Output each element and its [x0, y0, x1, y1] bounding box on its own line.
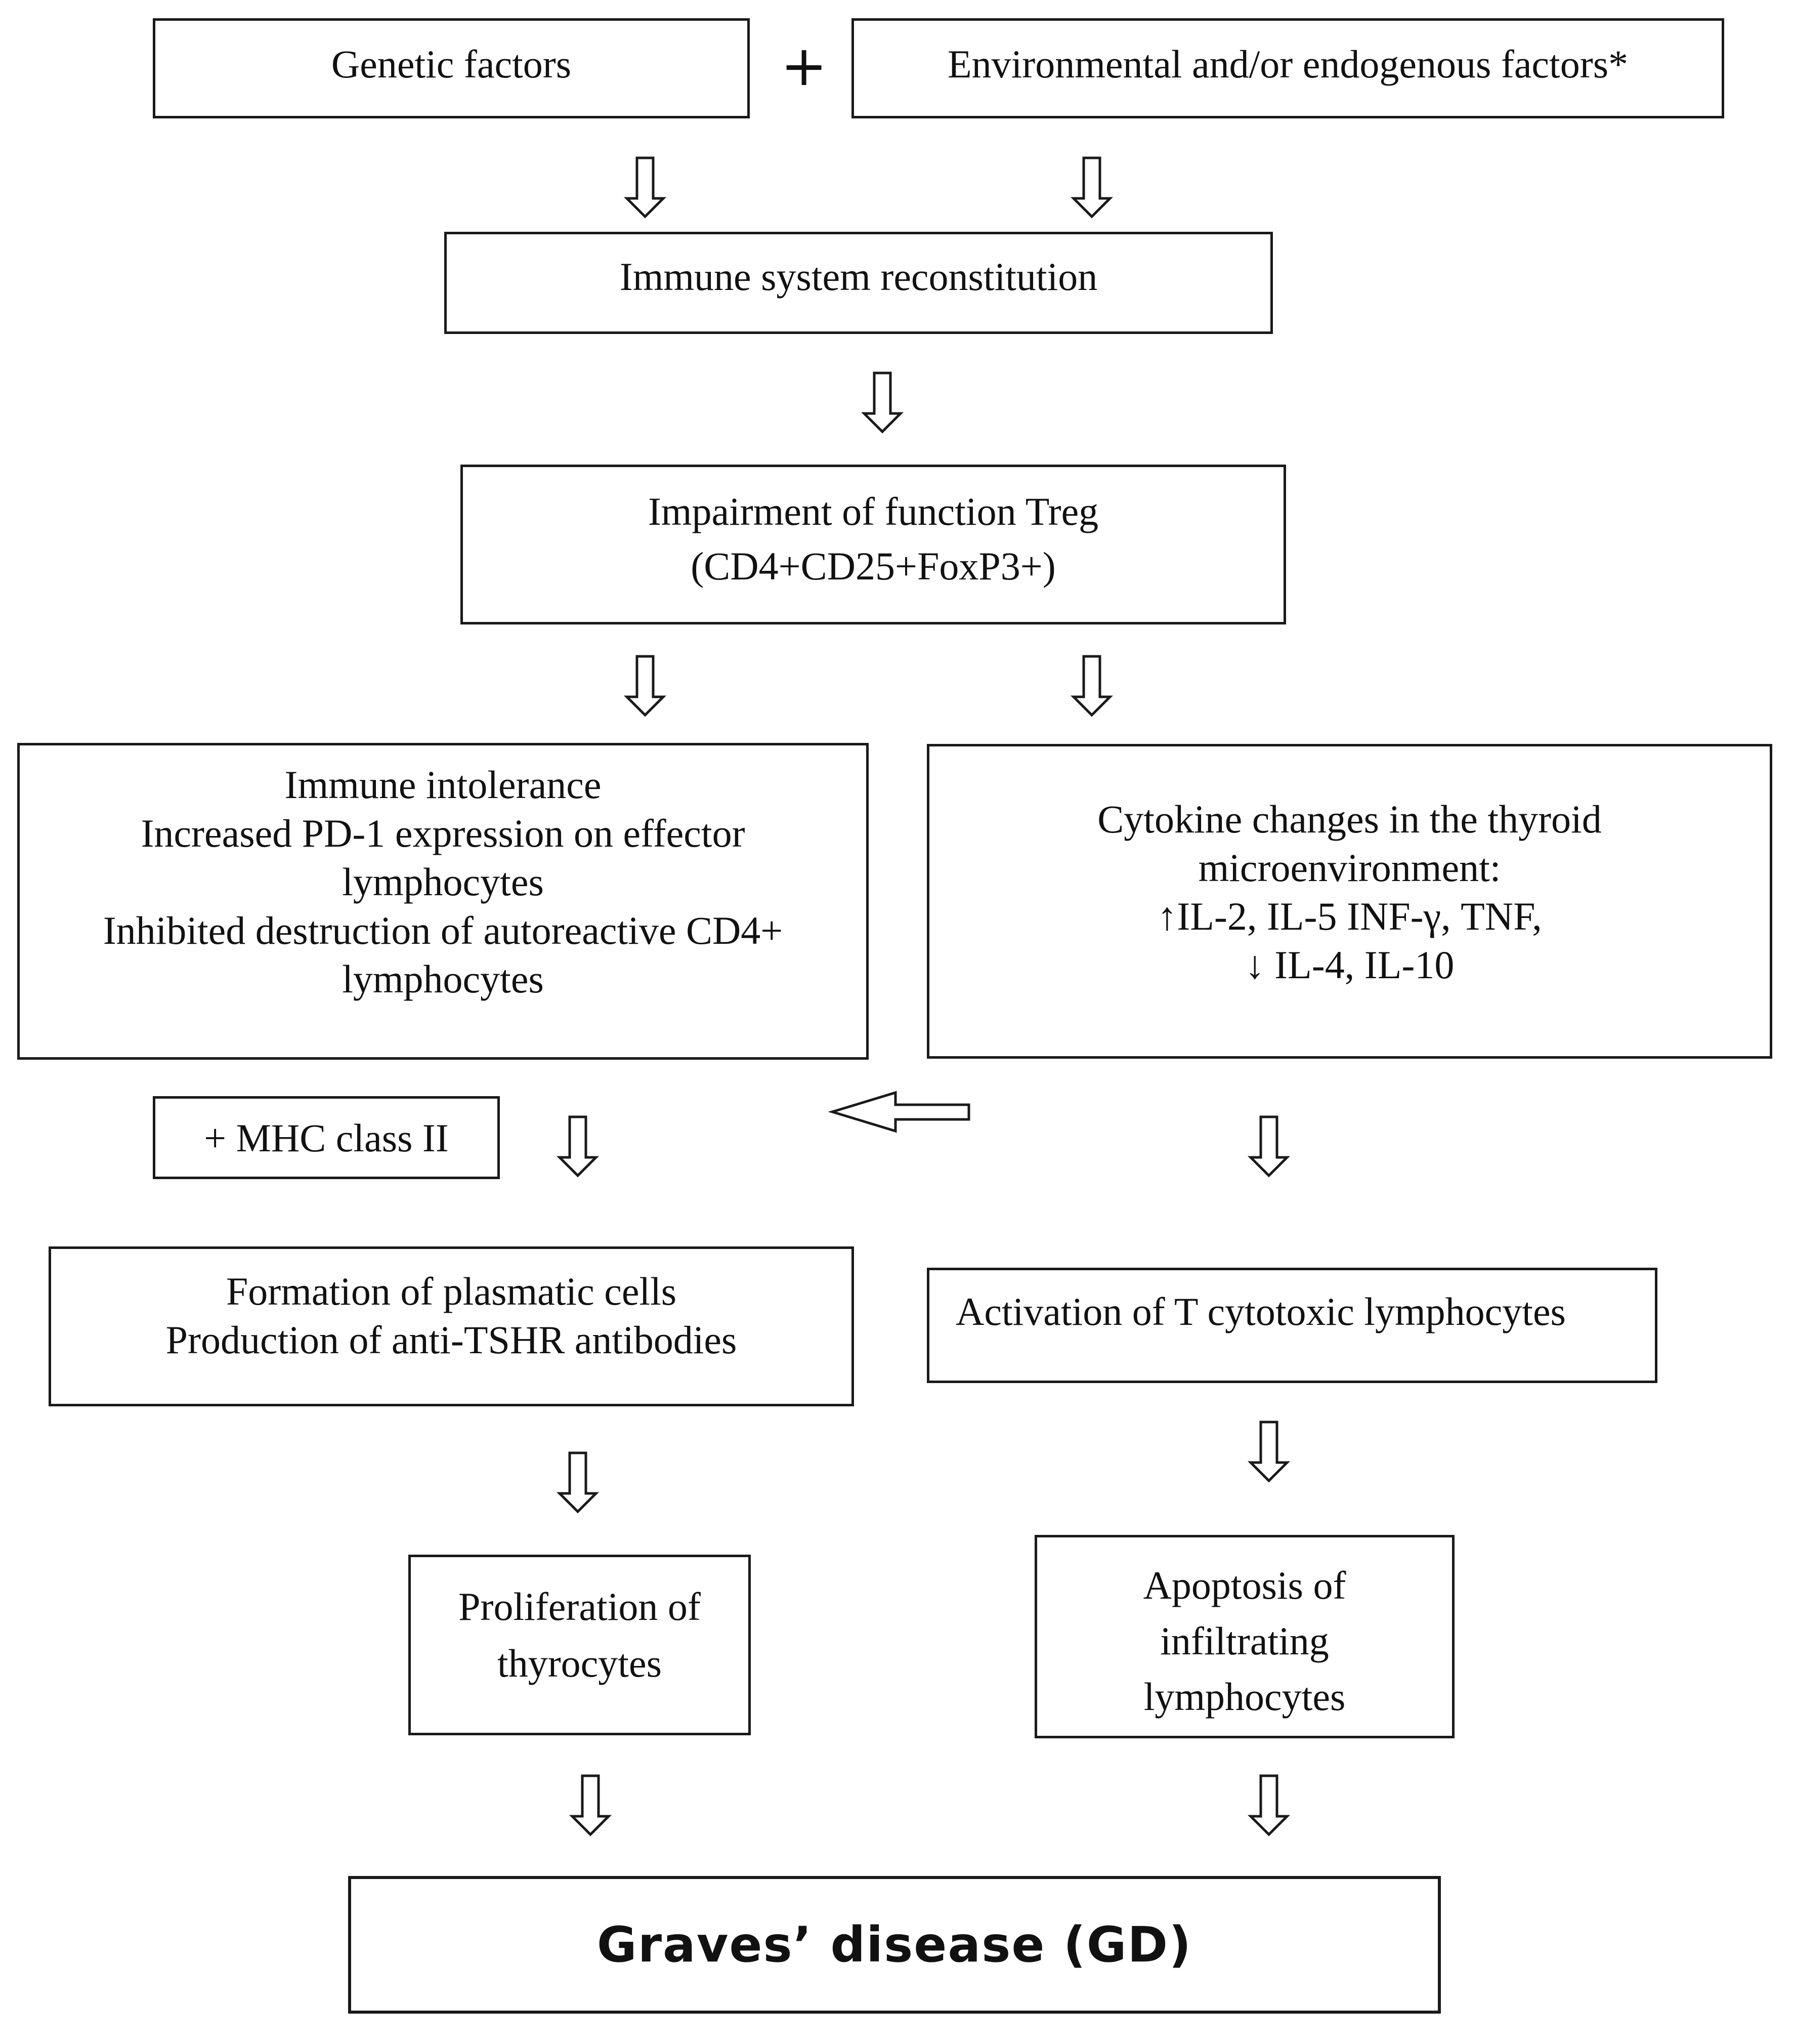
immune-intolerance-box: Immune intolerance Increased PD-1 expres… [17, 743, 869, 1060]
cytokine-changes-box: Cytokine changes in the thyroid microenv… [927, 744, 1772, 1059]
down-arrow-icon [556, 1115, 600, 1178]
left-arrow-icon [828, 1091, 970, 1133]
proliferation-box: Proliferation of thyrocytes [408, 1555, 751, 1735]
down-arrow-icon [1247, 1774, 1291, 1837]
apoptosis-line-2: infiltrating [1160, 1619, 1329, 1663]
proliferation-line-1: Proliferation of [458, 1584, 701, 1629]
plasmatic-cells-line-1: Formation of plasmatic cells [226, 1269, 677, 1313]
down-arrow-icon [569, 1774, 612, 1837]
immune-reconstitution-label: Immune system reconstitution [619, 255, 1098, 299]
cytotoxic-activation-box: Activation of T cytotoxic lymphocytes [927, 1268, 1657, 1383]
down-arrow-icon [861, 371, 904, 434]
immune-intolerance-line-2: Increased PD-1 expression on effector [141, 811, 745, 855]
plasmatic-cells-line-2: Production of anti-TSHR antibodies [165, 1318, 737, 1362]
plus-sign: + [781, 33, 828, 98]
down-arrow-icon [1070, 655, 1114, 717]
down-arrow-icon [623, 156, 667, 219]
cytotoxic-activation-label: Activation of T cytotoxic lymphocytes [956, 1289, 1566, 1333]
immune-intolerance-line-4: Inhibited destruction of autoreactive CD… [103, 908, 783, 952]
graves-disease-label: Graves’ disease (GD) [596, 1916, 1192, 1973]
apoptosis-line-1: Apoptosis of [1143, 1563, 1346, 1607]
graves-disease-box: Graves’ disease (GD) [348, 1876, 1441, 2014]
apoptosis-line-3: lymphocytes [1143, 1675, 1346, 1719]
plasmatic-cells-box: Formation of plasmatic cells Production … [49, 1246, 854, 1406]
treg-phenotype-label: (CD4+CD25+FoxP3+) [691, 544, 1056, 588]
cytokine-changes-line-3: ↑IL-2, IL-5 INF-γ, TNF, [1157, 894, 1542, 938]
down-arrow-icon [1247, 1421, 1291, 1483]
cytokine-changes-line-1: Cytokine changes in the thyroid [1097, 797, 1602, 841]
apoptosis-box: Apoptosis of infiltrating lymphocytes [1035, 1535, 1455, 1738]
immune-intolerance-line-3: lymphocytes [342, 860, 544, 904]
down-arrow-icon [623, 655, 667, 717]
down-arrow-icon [1070, 156, 1114, 219]
mhc-class-ii-box: + MHC class II [153, 1096, 500, 1179]
environmental-factors-box: Environmental and/or endogenous factors* [851, 18, 1724, 118]
immune-intolerance-line-1: Immune intolerance [284, 763, 602, 807]
genetic-factors-label: Genetic factors [331, 42, 572, 86]
immune-intolerance-line-5: lymphocytes [342, 957, 544, 1001]
immune-reconstitution-box: Immune system reconstitution [444, 232, 1273, 334]
cytokine-changes-line-2: microenvironment: [1198, 846, 1501, 890]
cytokine-changes-line-4: ↓ IL-4, IL-10 [1245, 943, 1455, 987]
down-arrow-icon [556, 1451, 600, 1514]
mhc-class-ii-label: + MHC class II [204, 1116, 449, 1160]
treg-impairment-label: Impairment of function Treg [648, 489, 1099, 533]
genetic-factors-box: Genetic factors [153, 18, 750, 118]
environmental-factors-label: Environmental and/or endogenous factors* [947, 42, 1629, 86]
down-arrow-icon [1247, 1115, 1291, 1178]
proliferation-line-2: thyrocytes [497, 1641, 662, 1685]
treg-impairment-box: Impairment of function Treg (CD4+CD25+Fo… [460, 465, 1286, 624]
